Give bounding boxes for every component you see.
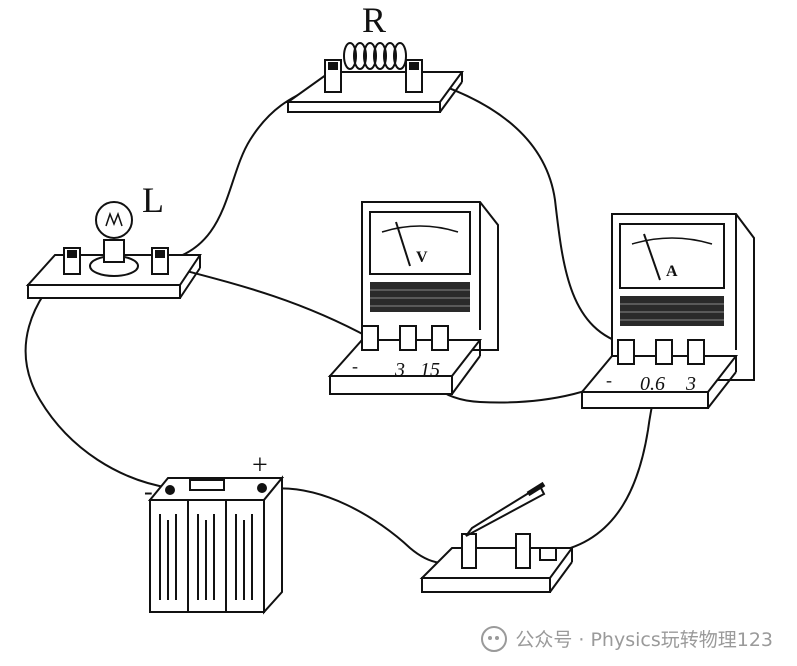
resistor-coil (343, 42, 407, 70)
battery-negative-label: - (144, 477, 153, 506)
knife-switch (419, 481, 574, 593)
voltmeter-band (370, 282, 470, 312)
resistor: R (284, 0, 464, 113)
voltmeter-terminal-15 (431, 325, 449, 351)
battery-ribs (159, 514, 253, 600)
wire-battery-to-switch (261, 487, 466, 565)
ammeter-terminal-0.6 (655, 339, 673, 365)
lamp-bulb (95, 201, 133, 239)
ammeter-label-minus: - (606, 370, 612, 390)
lamp-base-side (27, 284, 181, 299)
wires (24, 75, 666, 565)
voltmeter-symbol: V (416, 249, 428, 266)
voltmeter-terminal-3 (399, 325, 417, 351)
lamp-label: L (142, 180, 164, 220)
resistor-base-side (287, 101, 441, 113)
voltmeter-needle (395, 221, 411, 267)
voltmeter-terminal-minus (361, 325, 379, 351)
battery-positive-label: + (252, 450, 268, 481)
voltmeter-label-3: 3 (394, 359, 405, 381)
wire-lamp-to-battery (24, 261, 171, 489)
switch-post-right (515, 533, 531, 569)
ammeter-band (620, 296, 724, 326)
wire-lamp-to-voltmeter (174, 267, 371, 339)
voltmeter: V - 3 15 (327, 201, 499, 395)
ammeter-dial (619, 223, 725, 289)
voltmeter-dial (369, 211, 471, 275)
ammeter-label-3: 3 (685, 373, 696, 395)
wire-resistor-to-ammeter (412, 75, 629, 346)
battery: - + (144, 450, 285, 615)
voltmeter-label-minus: - (352, 356, 358, 376)
ammeter-needle (643, 233, 661, 281)
resistor-base-top (284, 71, 464, 103)
resistor-label: R (362, 0, 386, 40)
ammeter-terminal-minus (617, 339, 635, 365)
battery-terminal-negative (165, 485, 175, 495)
ammeter: A - 0.6 3 (579, 213, 755, 409)
ammeter-label-0.6: 0.6 (640, 373, 665, 395)
voltmeter-label-15: 15 (420, 359, 440, 381)
ammeter-terminal-3 (687, 339, 705, 365)
switch-post-left (461, 533, 477, 569)
lamp: L (25, 180, 202, 299)
wechat-logo-icon (481, 625, 508, 652)
ammeter-symbol: A (666, 263, 678, 280)
watermark-text: 公众号 · Physics玩转物理123 (515, 629, 773, 651)
watermark: 公众号 · Physics玩转物理123 (481, 625, 773, 652)
battery-terminal-positive (257, 483, 267, 493)
